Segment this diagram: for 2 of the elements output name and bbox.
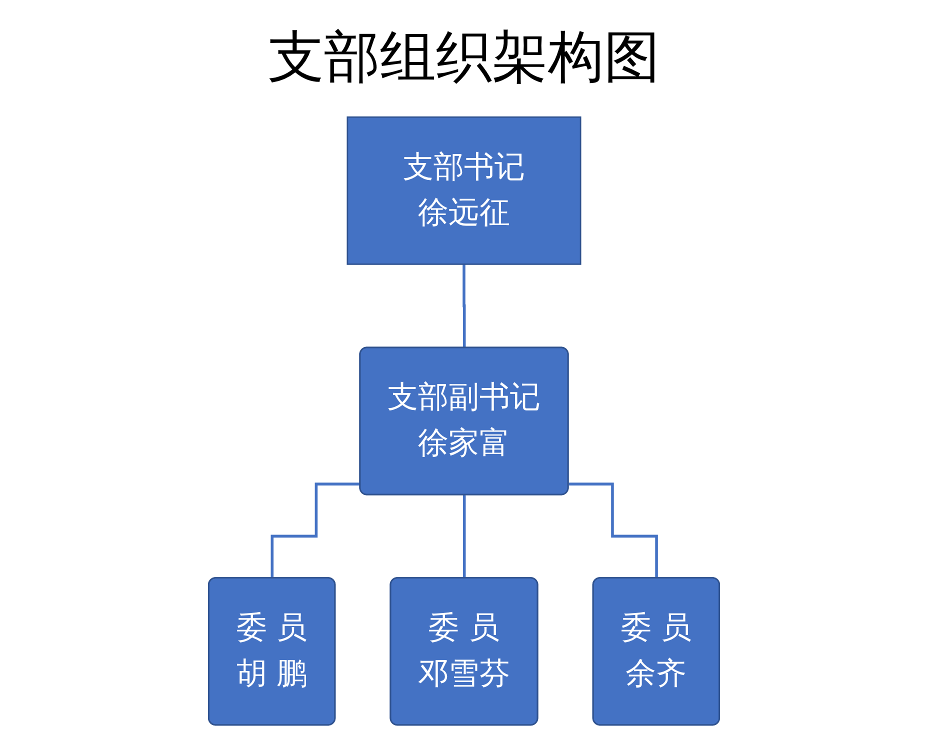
node-box: 支部书记 徐远征 <box>346 116 582 265</box>
diagram-title: 支部组织架构图 <box>267 24 661 92</box>
